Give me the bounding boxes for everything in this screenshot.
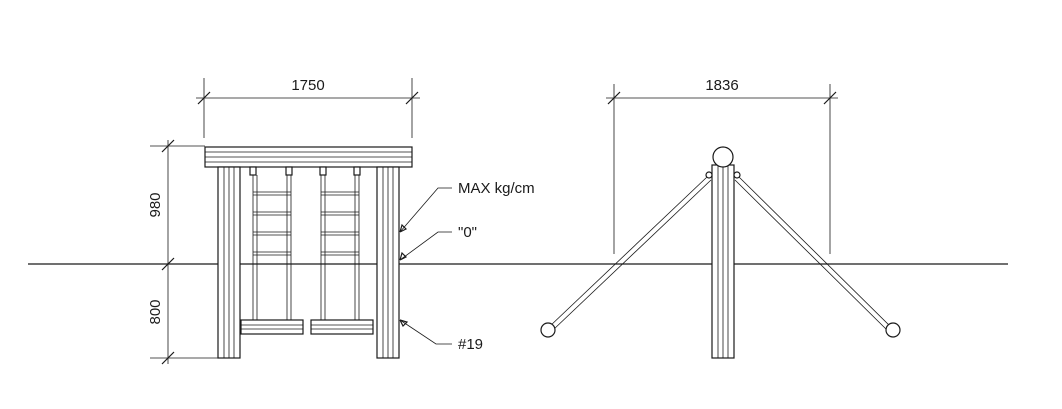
side-swing-chains xyxy=(548,176,892,331)
right-post xyxy=(376,166,400,359)
leader-lines xyxy=(399,187,452,345)
right-seat-end xyxy=(885,322,901,338)
front-width-dimension: 1750 xyxy=(196,77,420,138)
left-post xyxy=(217,166,241,359)
ground-zero-annotation: "0" xyxy=(458,224,477,241)
top-beam xyxy=(204,146,413,168)
right-bracket-bolt xyxy=(733,171,741,179)
front-view: 1750 980 800 xyxy=(147,77,535,365)
side-width-label: 1836 xyxy=(705,77,738,94)
depth-below-label: 800 xyxy=(147,299,164,324)
left-seat-end xyxy=(540,322,556,338)
max-load-annotation: MAX kg/cm xyxy=(458,180,535,197)
height-above-label: 980 xyxy=(147,192,164,217)
part-number-annotation: #19 xyxy=(458,336,483,353)
front-height-dimension: 980 800 xyxy=(147,139,220,365)
side-post xyxy=(711,164,735,359)
side-view: 1836 xyxy=(540,77,901,359)
front-width-label: 1750 xyxy=(291,77,324,94)
side-width-dimension: 1836 xyxy=(606,77,838,254)
swing-chains xyxy=(252,175,360,320)
beam-end xyxy=(712,146,734,168)
swing-seats xyxy=(240,319,374,335)
left-bracket-bolt xyxy=(705,171,713,179)
swing-hangers xyxy=(249,166,361,176)
